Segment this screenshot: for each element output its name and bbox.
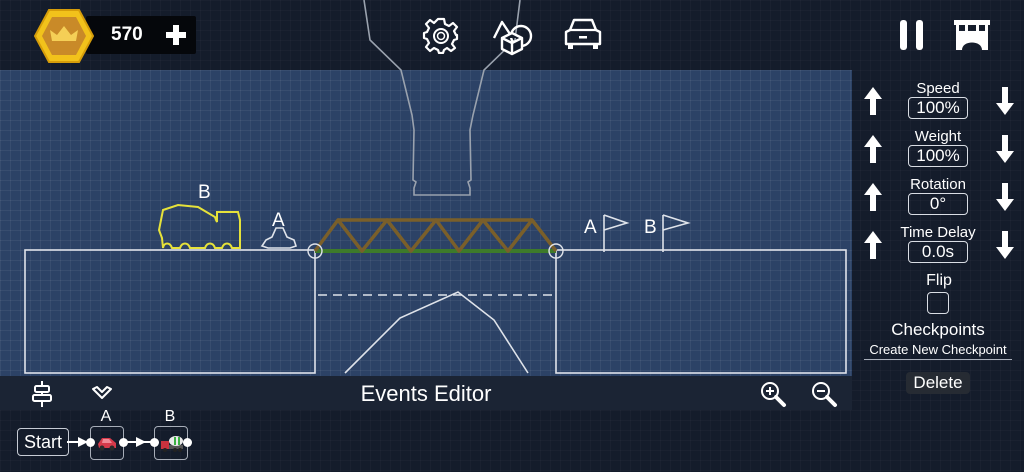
weight-value[interactable]: 100% (908, 145, 968, 167)
weight-decrease-arrow-icon[interactable] (995, 134, 1015, 164)
cement-truck-icon (161, 436, 183, 452)
crown-hex-icon (34, 9, 94, 63)
chevron-down-icon[interactable] (91, 385, 113, 401)
event-a-input-port[interactable] (86, 438, 95, 447)
start-node[interactable]: Start (17, 428, 69, 456)
rotation-label: Rotation (910, 176, 966, 193)
events-editor-title: Events Editor (360, 381, 492, 406)
event-label-a: A (100, 408, 112, 425)
delete-button[interactable]: Delete (906, 372, 970, 394)
rotation-increase-arrow-icon[interactable] (863, 182, 883, 212)
time-delay-label: Time Delay (900, 224, 976, 241)
weight-label: Weight (914, 128, 962, 145)
weight-increase-arrow-icon[interactable] (863, 134, 883, 164)
time-delay-decrease-arrow-icon[interactable] (995, 230, 1015, 260)
vehicle-label-b: B (198, 182, 211, 203)
speed-value[interactable]: 100% (908, 97, 968, 119)
zoom-in-icon[interactable] (759, 380, 787, 408)
car-icon[interactable] (562, 16, 604, 52)
gear-icon[interactable] (422, 16, 460, 54)
time-delay-value[interactable]: 0.0s (908, 241, 968, 263)
build-canvas[interactable] (0, 70, 852, 376)
rotation-value[interactable]: 0° (908, 193, 968, 215)
top-bar: 570 (0, 0, 1024, 70)
pause-icon[interactable] (898, 18, 926, 52)
checkpoint-label-a: A (584, 217, 597, 238)
events-editor-bar (0, 376, 852, 410)
speed-increase-arrow-icon[interactable] (863, 86, 883, 116)
checkpoint-label-b: B (644, 217, 657, 238)
create-checkpoint-link[interactable]: Create New Checkpoint (864, 342, 1012, 360)
flip-label: Flip (926, 272, 952, 289)
event-a-output-port[interactable] (119, 438, 128, 447)
flip-checkbox[interactable] (927, 292, 949, 314)
rotation-decrease-arrow-icon[interactable] (995, 182, 1015, 212)
red-car-icon (98, 438, 116, 451)
checkpoints-title: Checkpoints (891, 320, 985, 339)
speed-decrease-arrow-icon[interactable] (995, 86, 1015, 116)
event-b-input-port[interactable] (150, 438, 159, 447)
event-label-b: B (164, 408, 176, 425)
align-center-icon[interactable] (30, 380, 54, 408)
speed-label: Speed (916, 80, 960, 97)
bridge-icon[interactable] (952, 18, 992, 52)
time-delay-increase-arrow-icon[interactable] (863, 230, 883, 260)
event-node-b[interactable] (154, 426, 188, 460)
coin-count: 570 (111, 24, 143, 45)
event-b-output-port[interactable] (183, 438, 192, 447)
zoom-out-icon[interactable] (810, 380, 838, 408)
vehicle-label-a: A (272, 210, 285, 231)
plus-icon[interactable] (165, 22, 187, 48)
shapes-icon[interactable] (490, 14, 534, 56)
